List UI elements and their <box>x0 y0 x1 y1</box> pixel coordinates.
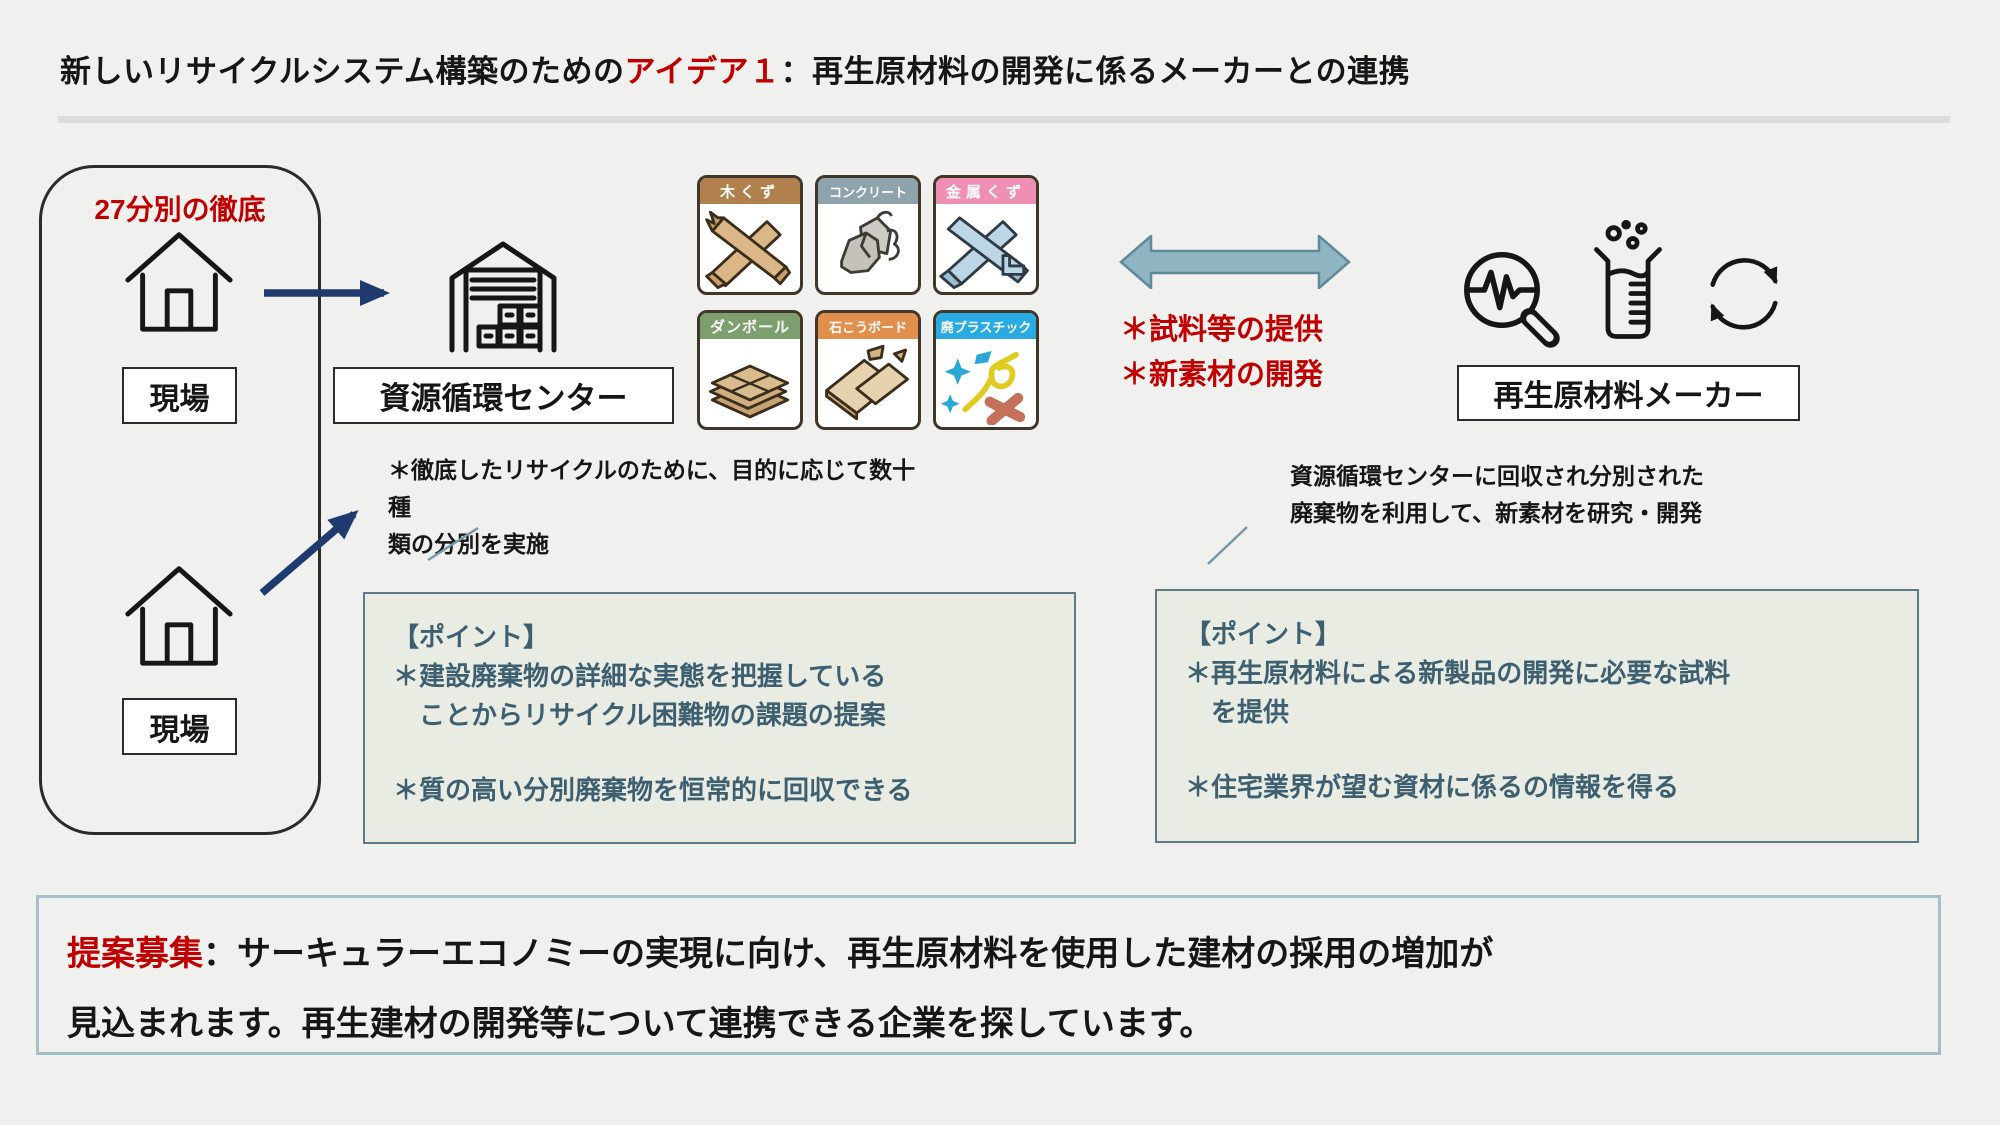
recycle-center-label: 資源循環センター <box>333 367 674 424</box>
points-box-center: 【ポイント】 ＊建設廃棄物の詳細な実態を把握している ことからリサイクル困難物の… <box>363 592 1076 844</box>
wood-scraps-icon <box>700 204 800 292</box>
waste-tile-concrete: コンクリート <box>815 175 921 295</box>
points-line: ＊建設廃棄物の詳細な実態を把握している <box>393 661 887 691</box>
waste-plastic-tile-header: 廃プラスチック <box>936 313 1036 339</box>
page-title: 新しいリサイクルシステム構築のためのアイデア１：再生原材料の開発に係るメーカーと… <box>60 46 1410 91</box>
concrete-icon <box>818 204 918 292</box>
title-part1: 新しいリサイクルシステム構築のための <box>60 54 625 89</box>
title-part3: ：再生原材料の開発に係るメーカーとの連携 <box>780 54 1411 89</box>
metal-scraps-icon <box>936 204 1036 292</box>
waste-tile-wood: 木くず <box>697 175 803 295</box>
recycle-arrows-icon <box>1710 258 1778 330</box>
wood-scraps-tile-header: 木くず <box>700 178 800 204</box>
cardboard-icon <box>700 339 800 427</box>
cardboard-tile-header: ダンボール <box>700 313 800 339</box>
points-line: を提供 <box>1185 697 1290 727</box>
proposal-line2: 見込まれます。再生建材の開発等について連携できる企業を探しています。 <box>67 1004 1214 1043</box>
gypsum-board-tile-header: 石こうボード <box>818 313 918 339</box>
maker-note-line2: 廃棄物を利用して、新素材を研究・開発 <box>1290 499 1703 526</box>
sites-panel <box>39 165 321 835</box>
sorting-heading: 27分別の徹底 <box>94 194 266 225</box>
title-idea-highlight: アイデア１ <box>624 54 781 89</box>
house-icon <box>125 566 233 666</box>
analysis-magnifier-icon <box>1464 252 1560 348</box>
metal-scraps-tile-header: 金属くず <box>936 178 1036 204</box>
site-label-2: 現場 <box>122 698 237 755</box>
material-maker-label: 再生原材料メーカー <box>1457 365 1800 421</box>
house-icon <box>125 232 233 332</box>
points-heading: 【ポイント】 <box>1185 619 1342 649</box>
maker-note: 資源循環センターに回収され分別された 廃棄物を利用して、新素材を研究・開発 <box>1290 458 1890 532</box>
waste-tile-plastic: 廃プラスチック <box>933 310 1039 430</box>
waste-category-grid: 木くず コンクリート <box>697 175 1039 430</box>
exchange-bullet-2: ＊新素材の開発 <box>1120 358 1324 391</box>
waste-tile-metal: 金属くず <box>933 175 1039 295</box>
flow-arrow-site1-icon <box>264 280 390 306</box>
title-divider <box>58 116 1950 123</box>
points-spacer <box>393 735 1046 771</box>
warehouse-icon <box>449 241 557 353</box>
points-spacer <box>1185 732 1889 768</box>
points-line: ＊再生原材料による新製品の開発に必要な試料 <box>1185 658 1731 688</box>
double-arrow-icon <box>1119 235 1351 289</box>
waste-tile-cardboard: ダンボール <box>697 310 803 430</box>
gypsum-board-icon <box>818 339 918 427</box>
maker-note-line1: 資源循環センターに回収され分別された <box>1290 463 1704 489</box>
exchange-bullet-1: ＊試料等の提供 <box>1120 314 1324 346</box>
points-line: ＊質の高い分別廃棄物を恒常的に回収できる <box>393 775 913 805</box>
callout-leader-line <box>427 526 479 562</box>
points-line: ことからリサイクル困難物の課題の提案 <box>393 700 886 730</box>
center-note-line1: ＊徹底したリサイクルのために、目的に応じて数十種 <box>388 457 916 520</box>
points-heading: 【ポイント】 <box>393 622 550 652</box>
proposal-prefix: 提案募集 <box>67 935 203 973</box>
points-line: ＊住宅業界が望む資材に係るの情報を得る <box>1185 772 1680 802</box>
waste-tile-gypsum: 石こうボード <box>815 310 921 430</box>
beaker-icon <box>1594 220 1662 339</box>
callout-leader-line <box>1207 526 1248 565</box>
flow-arrow-site2-icon <box>259 510 359 596</box>
proposal-banner: 提案募集：サーキュラーエコノミーの実現に向け、再生原材料を使用した建材の採用の増… <box>36 895 1941 1055</box>
waste-plastic-icon <box>936 339 1036 427</box>
concrete-tile-header: コンクリート <box>818 178 918 204</box>
points-box-maker: 【ポイント】 ＊再生原材料による新製品の開発に必要な試料 を提供 ＊住宅業界が望… <box>1155 589 1919 843</box>
exchange-bullets: ＊試料等の提供 ＊新素材の開発 <box>1120 308 1323 398</box>
site-label-1: 現場 <box>122 367 237 424</box>
proposal-line1: ：サーキュラーエコノミーの実現に向け、再生原材料を使用した建材の採用の増加が <box>203 935 1494 973</box>
